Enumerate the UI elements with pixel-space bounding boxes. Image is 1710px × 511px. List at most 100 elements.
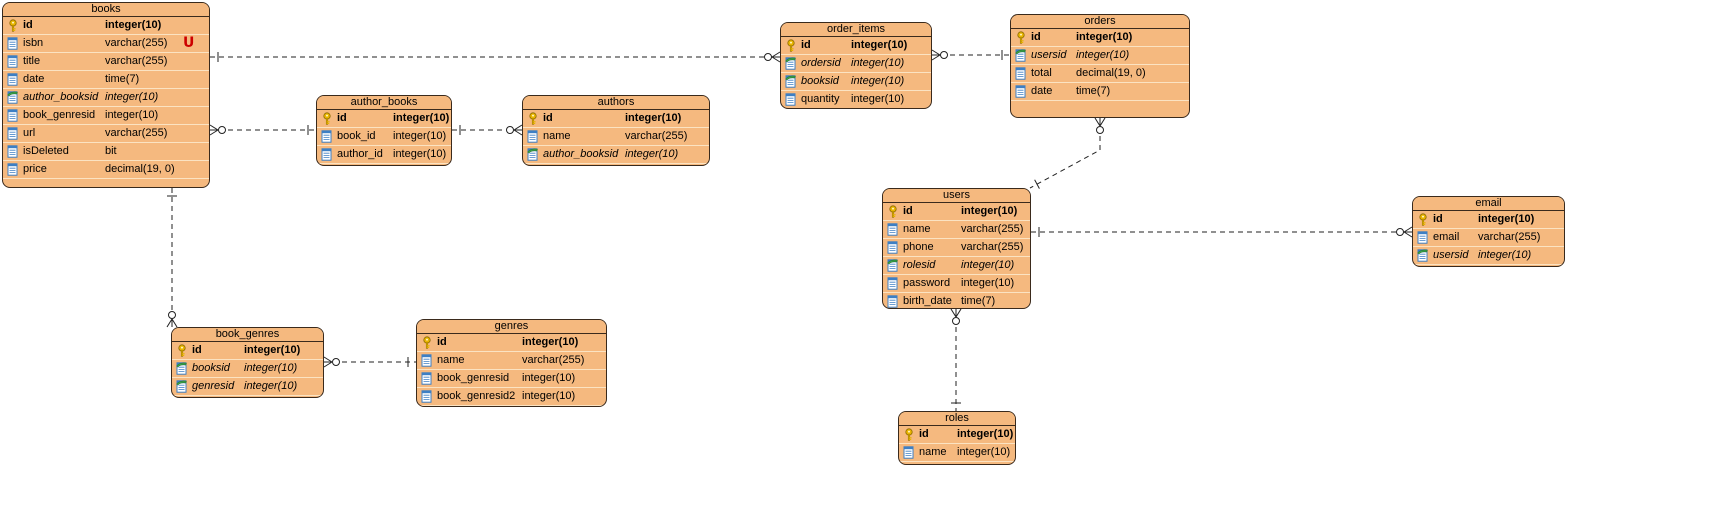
column-name: email	[1433, 231, 1460, 243]
foreign-key-icon	[1015, 49, 1027, 62]
crowfoot-marker	[323, 361, 333, 368]
foreign-key-icon	[7, 91, 19, 104]
crowfoot-marker	[950, 308, 957, 318]
column-type: integer(10)	[1478, 213, 1535, 225]
column-name: rolesid	[903, 259, 936, 271]
column-row[interactable]: author_booksid integer(10)	[523, 146, 709, 164]
column-type: integer(10)	[961, 259, 1015, 271]
crowfoot-marker	[1403, 226, 1413, 233]
column-name: url	[23, 127, 36, 139]
column-row[interactable]: id integer(10)	[1413, 211, 1564, 229]
column-name: name	[437, 354, 465, 366]
column-type: varchar(255)	[1478, 231, 1541, 243]
entity-title: order_items	[781, 23, 931, 37]
one-marker	[1034, 179, 1040, 189]
column-name: id	[1433, 213, 1443, 225]
crowfoot-marker	[166, 318, 173, 328]
column-icon	[421, 372, 433, 385]
key-icon	[176, 344, 188, 357]
column-name: usersid	[1433, 249, 1469, 261]
entity-title: authors	[523, 96, 709, 110]
column-type: varchar(255)	[625, 130, 688, 142]
entity-title: book_genres	[172, 328, 323, 342]
column-name: total	[1031, 67, 1052, 79]
crowfoot-marker	[209, 129, 219, 136]
key-icon	[421, 336, 433, 349]
column-type: integer(10)	[105, 91, 159, 103]
column-icon	[421, 390, 433, 403]
column-name: id	[1031, 31, 1041, 43]
column-name: id	[801, 39, 811, 51]
column-name: password	[903, 277, 951, 289]
column-type: integer(10)	[393, 130, 447, 142]
column-row[interactable]: rolesid integer(10)	[883, 257, 1030, 275]
column-name: isDeleted	[23, 145, 69, 157]
column-icon	[7, 73, 19, 86]
column-name: phone	[903, 241, 934, 253]
column-type: integer(10)	[244, 344, 301, 356]
column-type: integer(10)	[625, 148, 679, 160]
foreign-key-icon	[176, 380, 188, 393]
column-type: integer(10)	[244, 362, 298, 374]
zero-marker	[218, 126, 226, 134]
column-name: author_booksid	[543, 148, 619, 160]
column-type: integer(10)	[625, 112, 682, 124]
column-row[interactable]: email varchar(255)	[1413, 229, 1564, 247]
entity-title: users	[883, 189, 1030, 203]
column-icon	[903, 446, 915, 459]
entity-title: orders	[1011, 15, 1189, 29]
column-name: title	[23, 55, 41, 67]
column-name: date	[23, 73, 45, 85]
zero-marker	[940, 51, 948, 59]
crowfoot-marker	[513, 129, 523, 136]
